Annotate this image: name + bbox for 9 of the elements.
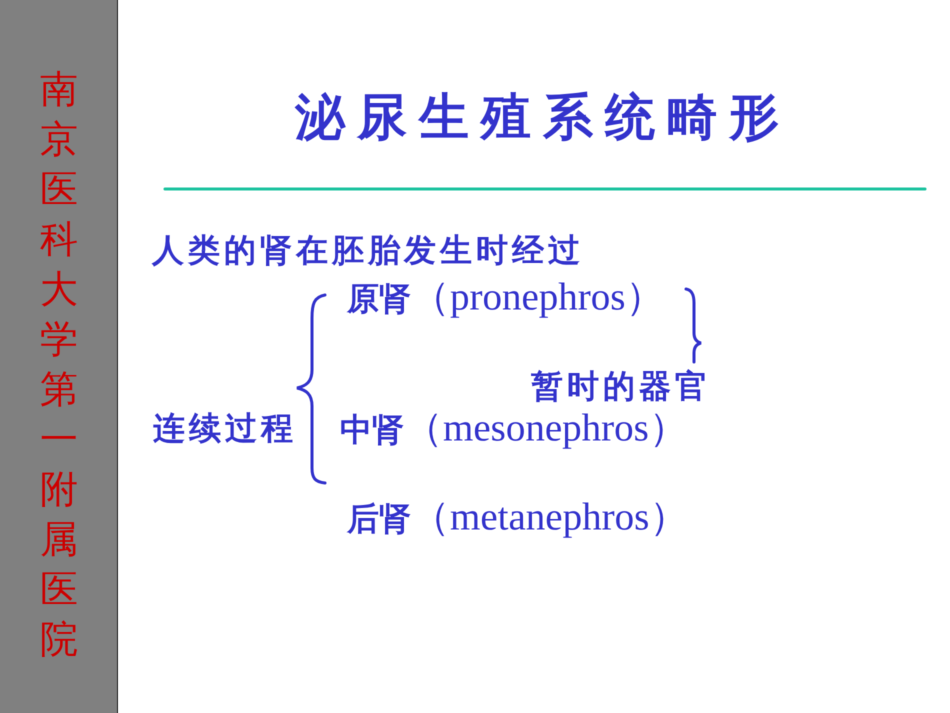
intro-text: 人类的肾在胚胎发生时经过 xyxy=(152,234,584,266)
note-text: 暂时的器官 xyxy=(531,370,711,402)
term-label: 后肾（metanephros） xyxy=(347,498,688,536)
slide-title: 泌尿生殖系统畸形 xyxy=(295,92,791,142)
term-label: 原肾（pronephros） xyxy=(347,278,664,316)
note-text: 连续过程 xyxy=(153,412,297,444)
sidebar-band xyxy=(0,0,118,713)
term-label: 中肾（mesonephros） xyxy=(340,408,688,448)
vertical-text: 南京医科大学第一附属医院 xyxy=(39,66,79,663)
